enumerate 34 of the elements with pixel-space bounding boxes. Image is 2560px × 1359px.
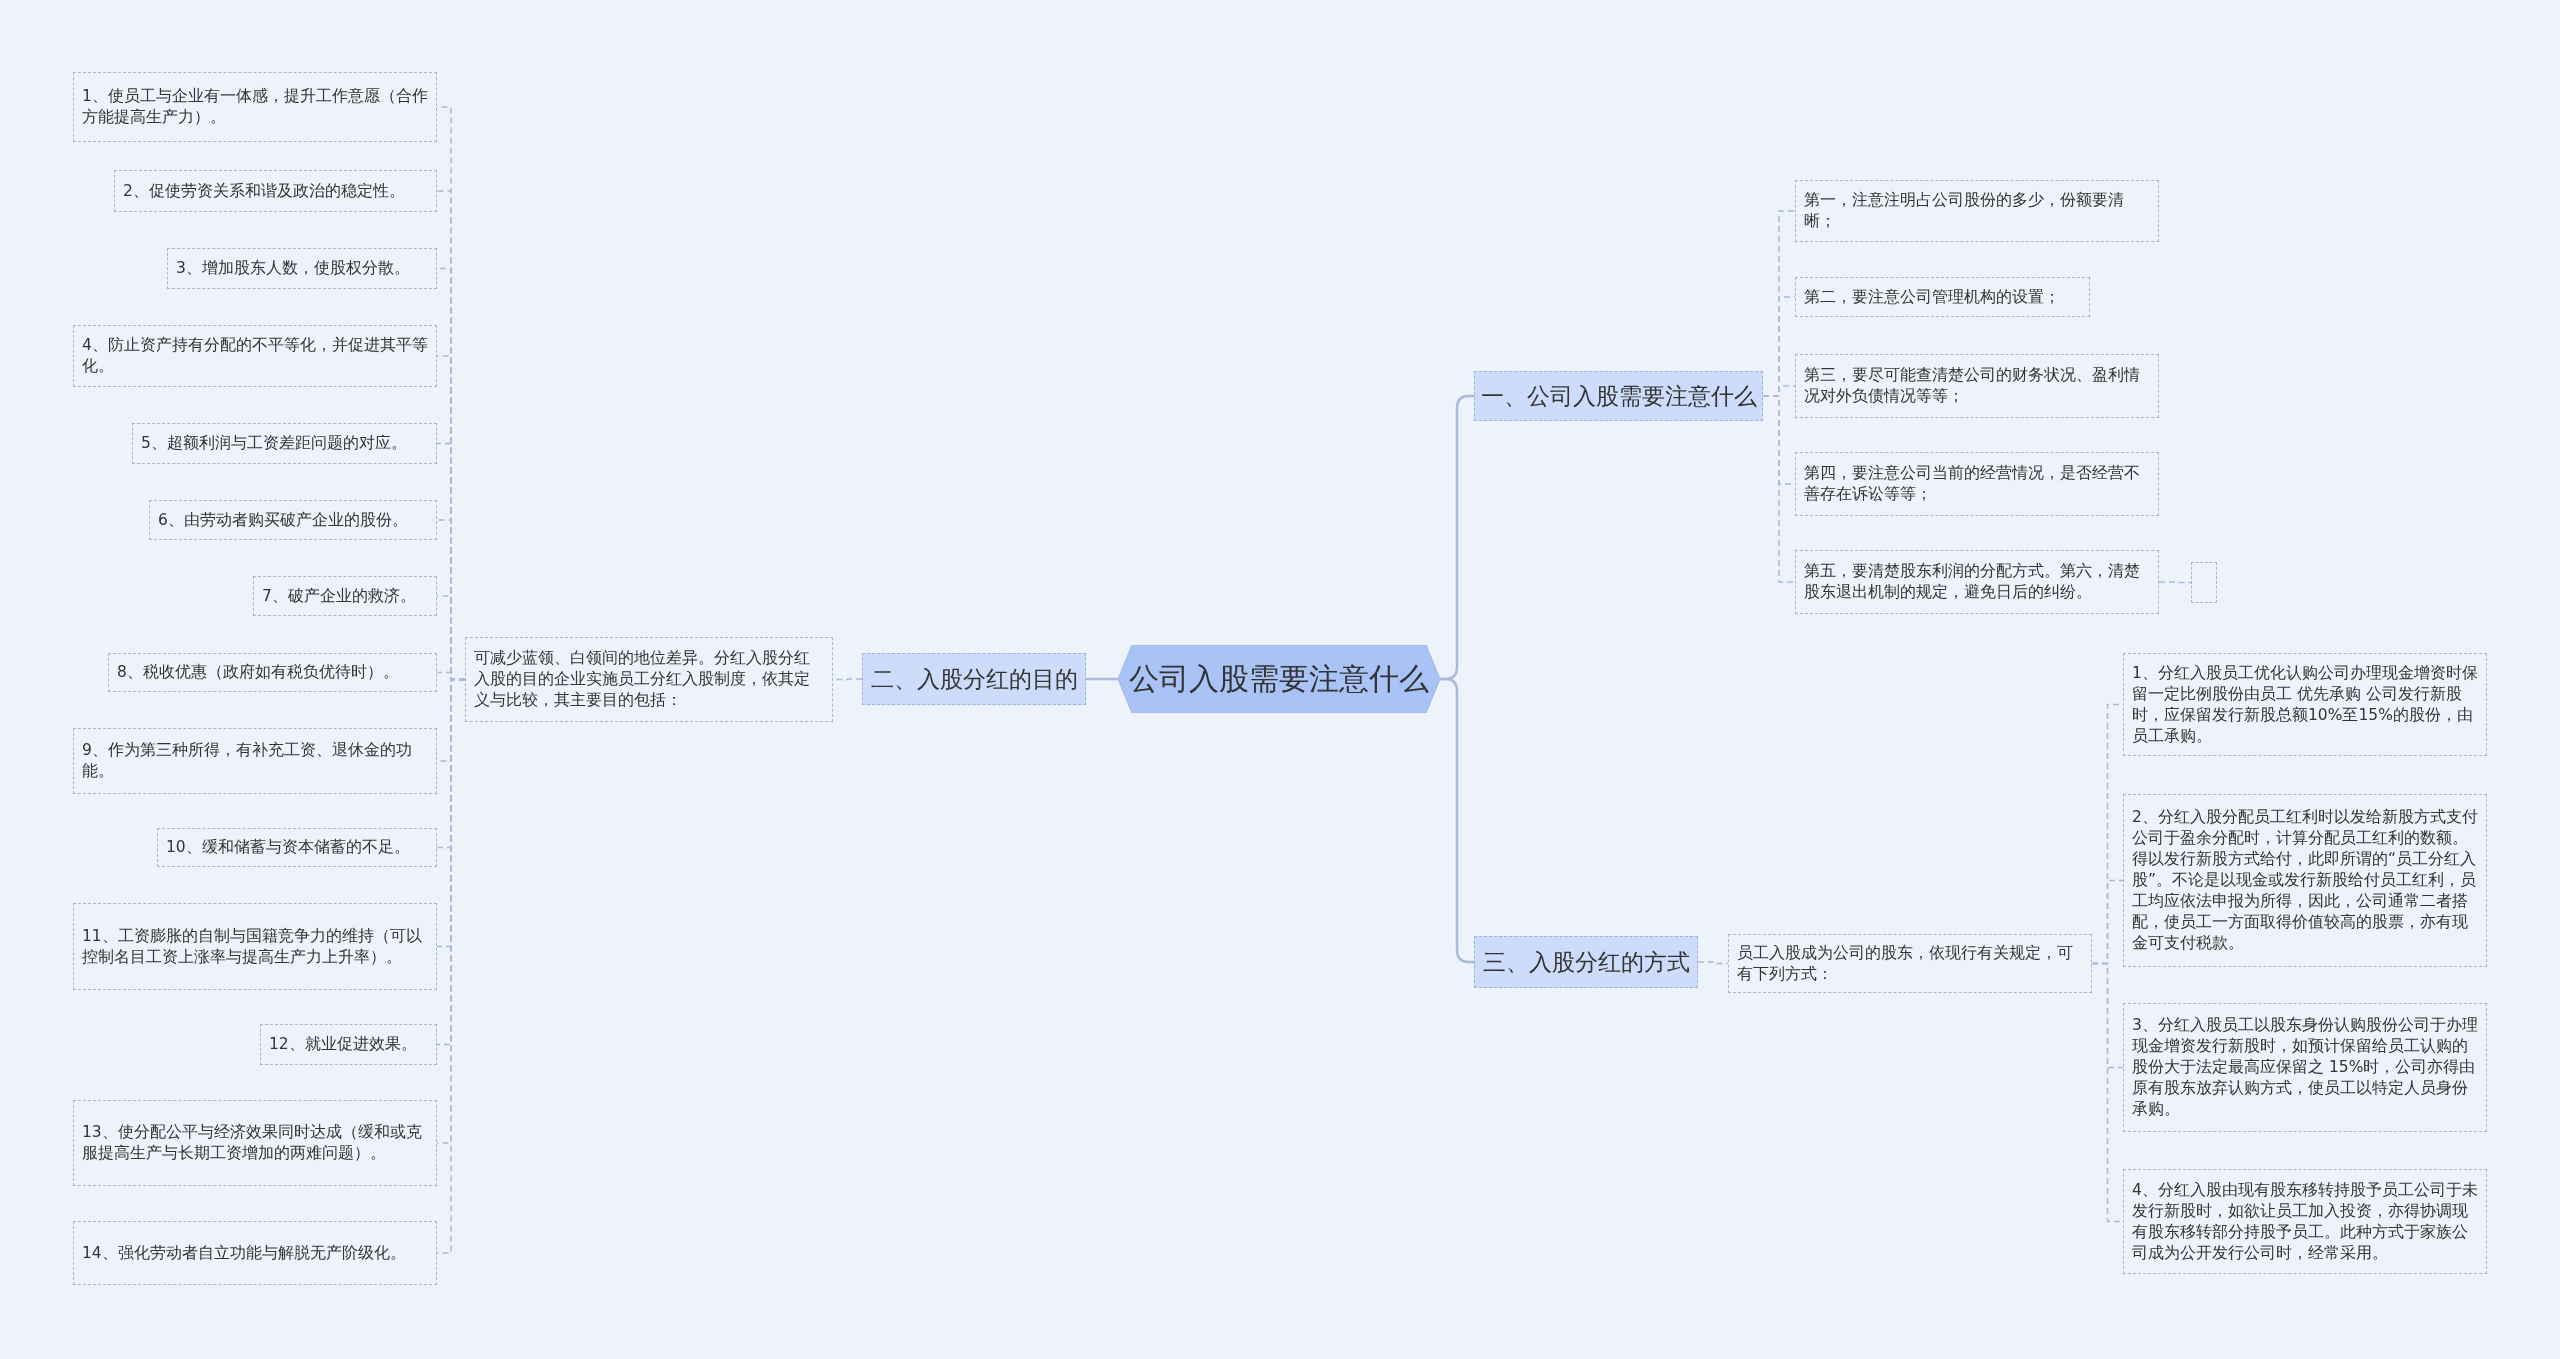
topic-box: 8、税收优惠（政府如有税负优待时）。 [108,653,437,692]
topic-box: 6、由劳动者购买破产企业的股份。 [149,500,437,540]
topic-box: 12、就业促进效果。 [260,1024,437,1065]
branch-topic: 二、入股分红的目的 [862,653,1086,705]
topic-box: 7、破产企业的救济。 [253,576,437,616]
connector-line [2158,581,2192,584]
topic-box: 4、分红入股由现有股东移转持股予员工公司于未发行新股时，如欲让员工加入投资，亦得协调现有股东移转部分持股予员工。此种方式于家族公司成为公开发行公司时，经常采用。 [2123,1169,2487,1274]
topic-box: 11、工资膨胀的自制与国籍竞争力的维持（可以控制名目工资上涨率与提高生产力上升率）。 [73,903,437,990]
topic-box: 第一，注意注明占公司股份的多少，份额要清晰； [1795,180,2159,242]
connector-line [1697,961,1729,965]
branch-topic: 三、入股分红的方式 [1474,936,1698,988]
topic-box: 3、增加股东人数，使股权分散。 [167,248,437,289]
topic-box: 2、分红入股分配员工红利时以发给新股方式支付公司于盈余分配时，计算分配员工红利的数额。得以发行新股方式给付，此即所谓的“员工分红入股”。不论是以现金或发行新股给付员工红利，员工均应依法申报为所得，因此，公司通常二者搭配，使员工一方面取得价值较高的股票，亦有现金可支付税款。 [2123,794,2487,967]
topic-box: 14、强化劳动者自立功能与解脱无产阶级化。 [73,1221,437,1285]
topic-box: 5、超额利润与工资差距问题的对应。 [132,423,437,464]
topic-box: 2、促使劳资关系和谐及政治的稳定性。 [114,170,437,212]
topic-box: 10、缓和储蓄与资本储蓄的不足。 [157,828,437,867]
branch-topic: 一、公司入股需要注意什么 [1474,371,1763,421]
central-topic: 公司入股需要注意什么 [1118,645,1440,713]
topic-box: 13、使分配公平与经济效果同时达成（缓和或克服提高生产与长期工资增加的两难问题）。 [73,1100,437,1186]
topic-box: 1、使员工与企业有一体感，提升工作意愿（合作方能提高生产力）。 [73,72,437,142]
connector-line [1086,677,1118,681]
topic-box: 3、分红入股员工以股东身份认购股份公司于办理现金增资发行新股时，如预计保留给员工认购的股份大于法定最高应保留之 15%时，公司亦得由原有股东放弃认购方式，使员工以特定人员身份承购。 [2123,1003,2487,1132]
empty-box [2191,562,2217,603]
topic-box: 员工入股成为公司的股东，依现行有关规定，可有下列方式： [1728,934,2092,993]
topic-box: 可减少蓝领、白领间的地位差异。分红入股分红入股的目的企业实施员工分红入股制度，依其定义与比较，其主要目的包括： [465,637,833,722]
topic-box: 4、防止资产持有分配的不平等化，并促进其平等化。 [73,325,437,387]
topic-box: 第三，要尽可能查清楚公司的财务状况、盈利情况对外负债情况等等； [1795,354,2159,418]
topic-box: 第五，要清楚股东利润的分配方式。第六，清楚股东退出机制的规定，避免日后的纠纷。 [1795,550,2159,614]
connector-line [1762,395,1796,583]
topic-box: 1、分红入股员工优化认购公司办理现金增资时保留一定比例股份由员工 优先承购 公司发行新股时，应保留发行新股总额10%至15%的股份，由员工承购。 [2123,653,2487,756]
topic-box: 第二，要注意公司管理机构的设置； [1795,277,2090,317]
topic-box: 9、作为第三种所得，有补充工资、退休金的功能。 [73,728,437,794]
topic-box: 第四，要注意公司当前的经营情况，是否经营不善存在诉讼等等； [1795,452,2159,516]
